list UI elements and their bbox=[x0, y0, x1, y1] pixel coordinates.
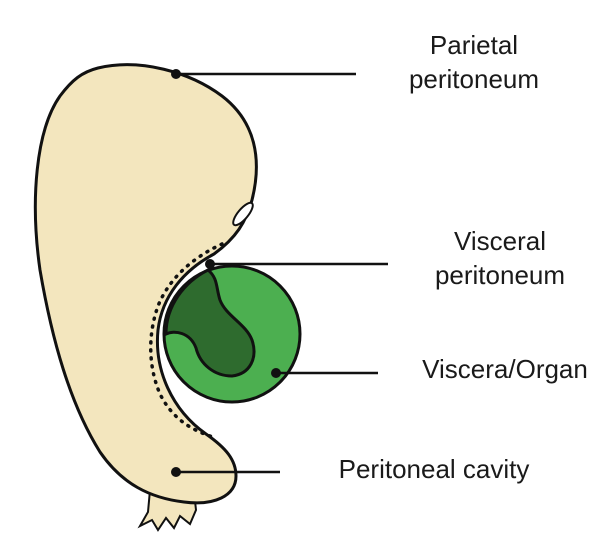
label-parietal-peritoneum: Parietal peritoneum bbox=[384, 28, 564, 96]
label-parietal-line1: Parietal bbox=[429, 30, 519, 60]
parietal-peritoneum-body bbox=[33, 63, 258, 505]
visceral-peritoneum-dotted bbox=[149, 242, 224, 440]
label-visceral-line2: peritoneum bbox=[434, 260, 566, 290]
organ-inner-lobe bbox=[164, 268, 256, 378]
label-viscera-text: Viscera/Organ bbox=[422, 354, 588, 384]
label-cavity-text: Peritoneal cavity bbox=[338, 454, 530, 484]
label-parietal-line2: peritoneum bbox=[408, 64, 540, 94]
point-cavity bbox=[171, 467, 181, 477]
point-viscera bbox=[271, 368, 281, 378]
point-visceral bbox=[205, 259, 215, 269]
label-peritoneal-cavity: Peritoneal cavity bbox=[300, 452, 568, 486]
small-opening bbox=[232, 201, 254, 227]
point-parietal bbox=[171, 69, 181, 79]
label-visceral-line1: Visceral bbox=[453, 226, 546, 256]
label-visceral-peritoneum: Visceral peritoneum bbox=[400, 224, 600, 292]
label-viscera-organ: Viscera/Organ bbox=[398, 352, 612, 386]
